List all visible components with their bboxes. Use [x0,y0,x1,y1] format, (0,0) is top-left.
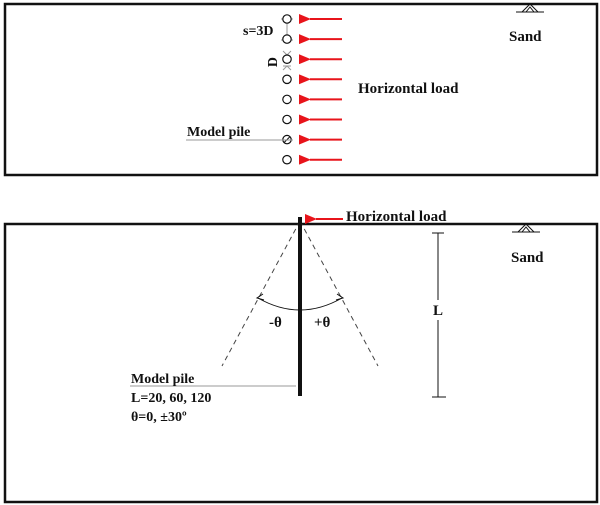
positive-angle-label: +θ [314,315,331,331]
positive-angle-dashed-line [299,220,379,367]
pile [282,94,292,105]
diameter-label: D [266,57,281,67]
top-load-arrows [299,14,342,165]
pile [282,34,292,44]
top-load-label: Horizontal load [358,81,459,97]
top-sand-label: Sand [509,29,542,45]
bottom-panel: Sand -θ +θ Horizontal load L Model pile … [3,209,599,504]
length-label: L [433,303,443,319]
bottom-sand-symbol-icon [512,223,540,233]
angle-arc-right-head-icon [335,293,345,301]
bottom-model-pile-label: Model pile [131,372,194,387]
angle-arc-left-head-icon [255,293,265,301]
bottom-sand-label: Sand [511,250,544,266]
spacing-label: s=3D [243,24,274,39]
sand-symbol-icon [516,3,544,13]
pile [282,14,292,24]
top-panel: Sand s=3D D Horizontal load Model pile [3,2,599,177]
pile [282,54,292,64]
top-model-pile-label: Model pile [187,125,250,140]
negative-angle-dashed-line [221,220,301,367]
bottom-load-label: Horizontal load [346,209,447,225]
pile [282,74,292,85]
top-panel-frame [3,2,599,177]
pile-length-values: L=20, 60, 120 [131,391,211,406]
negative-angle-label: -θ [269,315,282,331]
pile [282,154,292,165]
top-pile-row [282,14,292,165]
pile-angle-values: θ=0, ±30º [131,410,187,425]
pile [282,114,292,125]
